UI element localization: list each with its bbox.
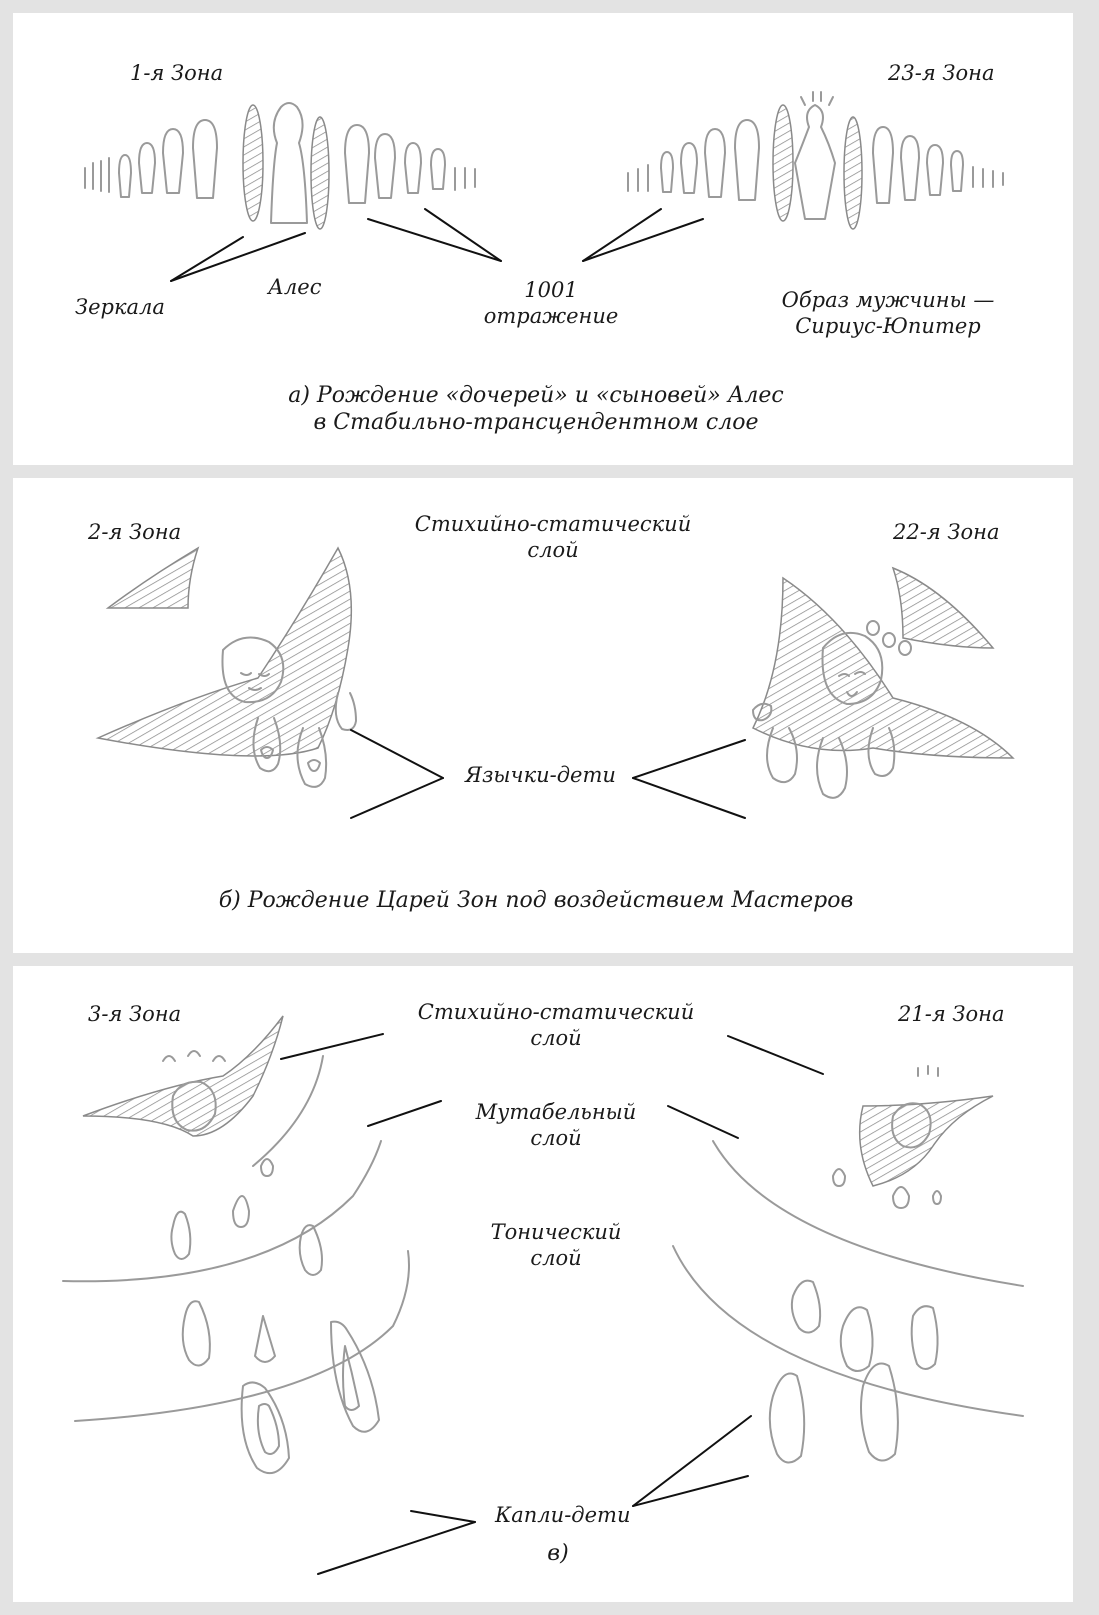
mirror-left-2 [311,117,329,229]
mirror-right-2 [844,117,862,229]
elemental-static-layer-line-2: слой [415,538,691,564]
right-figure-row [628,120,759,200]
male-image-label: Образ мужчины — Сириус-Юпитер [782,288,995,339]
male-image-figure [795,105,835,219]
reflection-label: 1001 отражение [484,278,619,329]
male-image-line-1: Образ мужчины — [782,288,995,314]
king-left-body [98,548,351,756]
elemental-static-layer-c-label: Стихийно-статический слой [418,1000,694,1051]
tongue-children-label: Язычки-дети [465,763,616,789]
caption-b: б) Рождение Царей Зон под воздействием М… [219,888,854,915]
left-figure-row [85,120,217,198]
king-3-crown [163,1051,225,1061]
caption-a-line-2: в Стабильно-трансцендентном слое [288,410,784,437]
caption-a-line-1: а) Рождение «дочерей» и «сыновей» Алес [288,383,784,410]
male-image-line-2: Сириус-Юпитер [782,314,995,340]
zone-21-label: 21-я Зона [898,1002,1004,1028]
panel-b: 2-я Зона 22-я Зона Стихийно-статический … [13,478,1073,953]
elemental-static-layer-c-line-1: Стихийно-статический [418,1000,694,1026]
drop-children-left [171,1159,379,1473]
panel-a: 1-я Зона 23-я Зона Зеркала Алес 1001 отр… [13,13,1073,465]
ales-label: Алес [268,275,321,301]
radiance-icon [801,92,833,105]
right-figure-row-right [873,127,1003,203]
reflection-number: 1001 [484,278,619,304]
zone-23-label: 23-я Зона [888,61,994,87]
master-left-wing [108,548,198,608]
elemental-static-layer-line-1: Стихийно-статический [415,512,691,538]
ales-figure [271,103,307,223]
mirror-right-1 [773,105,793,221]
zone-2-label: 2-я Зона [88,520,181,546]
zone-22-label: 22-я Зона [893,520,999,546]
tonic-layer-line-1: Тонический [491,1220,622,1246]
elemental-static-layer-label: Стихийно-статический слой [415,512,691,563]
mutable-layer-line-2: слой [476,1126,637,1152]
drop-children-label: Капли-дети [495,1503,630,1529]
reflection-word: отражение [484,304,619,330]
tonic-layer-label: Тонический слой [491,1220,622,1271]
king-3-body [83,1016,283,1136]
left-figure-row-right [345,125,475,203]
tonic-layer-line-2: слой [491,1246,622,1272]
panel-c: 3-я Зона 21-я Зона Стихийно-статический … [13,966,1073,1602]
mirror-left-1 [243,105,263,221]
caption-a: а) Рождение «дочерей» и «сыновей» Алес в… [288,383,784,437]
mutable-layer-label: Мутабельный слой [476,1100,637,1151]
mutable-layer-line-1: Мутабельный [476,1100,637,1126]
zone-3-label: 3-я Зона [88,1002,181,1028]
radiance-icon-21 [918,1066,938,1076]
caption-c: в) [547,1541,568,1568]
elemental-static-layer-c-line-2: слой [418,1026,694,1052]
drop-children-right [770,1169,941,1463]
mirrors-label: Зеркала [75,295,165,321]
master-right-wing [893,568,993,648]
zone-1-label: 1-я Зона [130,61,223,87]
